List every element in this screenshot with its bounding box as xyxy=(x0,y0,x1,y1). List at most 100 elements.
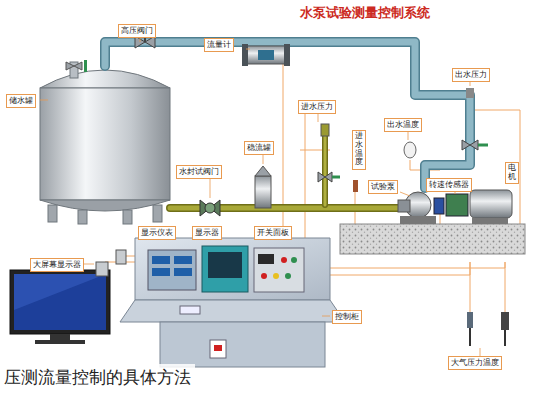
inlet-thermometer xyxy=(353,180,358,192)
callout-label: 显示仪表 xyxy=(141,228,173,238)
callout-label: 进水温度 xyxy=(355,132,363,167)
control-cabinet xyxy=(258,254,274,264)
water-tank xyxy=(84,60,87,72)
callout-label: 出水温度 xyxy=(387,120,419,130)
callout-box: 开关面板 xyxy=(254,226,292,240)
big-screen xyxy=(116,250,126,264)
control-cabinet xyxy=(202,246,248,292)
control-cabinet xyxy=(152,268,170,276)
outlet-pressure-gauge xyxy=(466,88,474,98)
callout-box: 出水温度 xyxy=(384,118,422,132)
outlet-thermometer xyxy=(404,142,416,158)
water-tank xyxy=(153,205,162,222)
inlet-pressure-branch xyxy=(321,124,329,136)
pump-set xyxy=(470,190,512,218)
callout-box: 控制柜 xyxy=(332,310,362,324)
leader-lines xyxy=(40,36,480,356)
surge-tank xyxy=(255,166,271,208)
leader-lines xyxy=(480,348,481,356)
callout-box: 电机 xyxy=(505,162,519,184)
inlet-pipe xyxy=(322,135,328,205)
leader-lines xyxy=(40,100,48,101)
control-cabinet xyxy=(273,273,279,279)
callout-label: 进水压力 xyxy=(301,102,333,112)
outlet-pipe xyxy=(105,42,470,188)
test-bench xyxy=(340,224,525,254)
inlet-pressure-branch xyxy=(318,124,340,182)
inlet-pipe xyxy=(324,135,327,205)
ambient-sensors xyxy=(504,330,506,346)
flow-meter xyxy=(242,44,248,66)
callout-label: 显示器 xyxy=(195,228,219,238)
control-cabinet xyxy=(281,257,287,263)
diagram-caption: 压测流量控制的具体方法 xyxy=(0,364,195,391)
flow-meter xyxy=(284,44,290,66)
test-bench xyxy=(340,224,525,254)
pump-set xyxy=(434,198,444,214)
callout-box: 试验泵 xyxy=(368,180,398,194)
control-cabinet xyxy=(214,345,222,351)
big-screen xyxy=(35,340,85,344)
callout-box: 大屏幕显示器 xyxy=(30,258,84,272)
ambient-sensors xyxy=(469,328,471,346)
signal-wires xyxy=(505,262,506,312)
outlet-pressure-gauge xyxy=(466,88,474,98)
callout-label: 控制柜 xyxy=(335,312,359,322)
callout-box: 显示仪表 xyxy=(138,226,176,240)
control-cabinet xyxy=(174,256,192,264)
outlet-pipe xyxy=(105,42,470,188)
pump-set xyxy=(398,190,512,224)
surge-tank xyxy=(255,176,271,208)
flow-meter xyxy=(258,50,274,60)
callout-box: 流量计 xyxy=(204,38,234,52)
signal-wires xyxy=(470,100,520,228)
diagram-title: 水泵试验测量控制系统 xyxy=(300,4,430,22)
control-cabinet xyxy=(135,238,330,300)
pump-set xyxy=(472,218,508,224)
control-cabinet xyxy=(254,248,304,292)
callout-box: 出水压力 xyxy=(452,68,490,82)
callout-label: 大气压力温度 xyxy=(451,358,499,368)
callout-label: 储水罐 xyxy=(9,96,33,106)
surge-tank xyxy=(255,166,271,176)
control-cabinet xyxy=(208,252,242,278)
leader-lines xyxy=(322,316,330,317)
ambient-sensors xyxy=(501,312,509,330)
inlet-test-valve xyxy=(200,200,220,216)
callout-label: 稳流罐 xyxy=(247,143,271,153)
outlet-valve xyxy=(462,140,478,150)
ambient-sensors xyxy=(467,312,473,328)
control-cabinet xyxy=(261,273,267,279)
callout-box: 水封试阀门 xyxy=(176,165,222,179)
water-tank xyxy=(123,210,132,224)
callout-box: 进水压力 xyxy=(298,100,336,114)
callout-box: 显示器 xyxy=(192,226,222,240)
water-tank xyxy=(40,88,170,200)
leader-lines xyxy=(210,178,211,198)
flow-meter xyxy=(242,44,290,66)
inlet-pressure-branch xyxy=(318,172,332,182)
water-tank xyxy=(78,210,87,224)
water-tank xyxy=(40,200,170,211)
ambient-sensors xyxy=(467,312,509,346)
inlet-pressure-branch xyxy=(332,176,340,179)
leader-lines xyxy=(318,114,319,122)
callout-box: 高压阀门 xyxy=(118,24,156,38)
control-cabinet xyxy=(180,306,200,314)
callout-label: 流量计 xyxy=(207,40,231,50)
callout-box: 进水温度 xyxy=(352,130,366,170)
control-cabinet xyxy=(148,250,196,290)
inlet-thermometer xyxy=(353,180,358,192)
pump-set xyxy=(400,216,436,224)
inlet-test-valve xyxy=(205,203,215,213)
callout-box: 储水罐 xyxy=(6,94,36,108)
callout-label: 开关面板 xyxy=(257,228,289,238)
big-screen xyxy=(10,270,110,334)
callout-box: 稳流罐 xyxy=(244,141,274,155)
leader-lines xyxy=(246,49,250,50)
control-cabinet xyxy=(152,256,170,264)
inlet-pipe xyxy=(170,135,405,208)
control-cabinet xyxy=(120,238,345,367)
control-cabinet xyxy=(174,268,192,276)
